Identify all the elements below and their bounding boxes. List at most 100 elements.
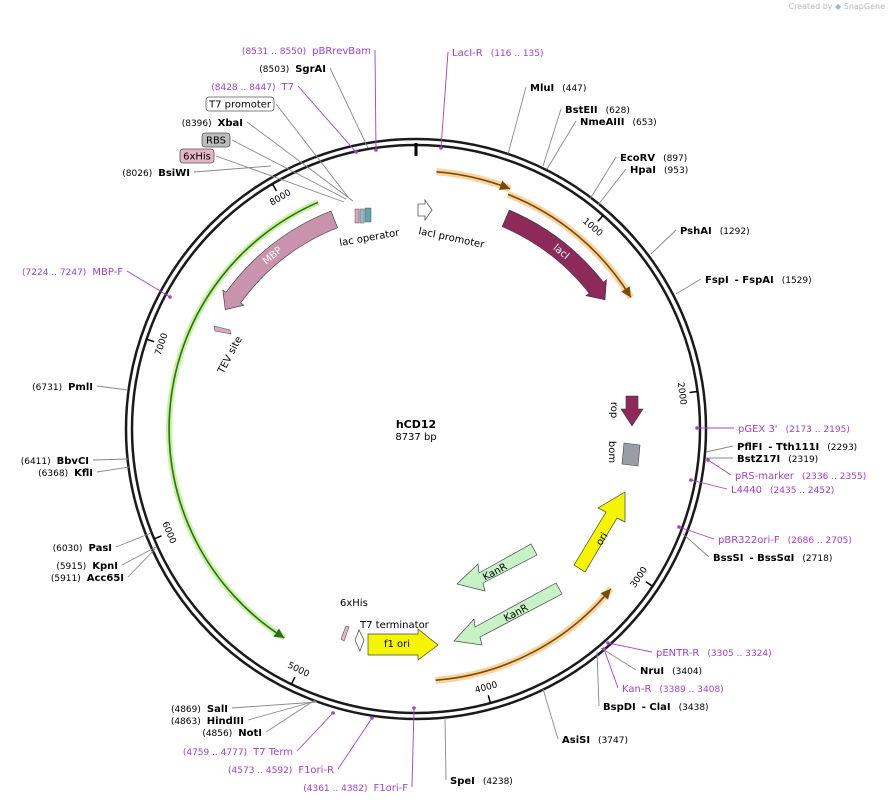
enzyme-position: (6030)	[53, 544, 83, 554]
enzyme-site[interactable]: (4869)SalI	[171, 701, 318, 715]
enzyme-site[interactable]: PflFI- Tth111I(2293)	[705, 442, 857, 453]
primer-site[interactable]: (7224 .. 7247)MBP-F	[22, 267, 172, 299]
enzyme-site[interactable]: NmeAIII(653)	[546, 117, 657, 170]
tev-site-feature[interactable]: TEV site	[213, 325, 245, 377]
enzyme-site[interactable]: (8026)BsiWI	[122, 165, 272, 179]
primer-name: T7	[281, 82, 294, 93]
f1-ori-feature[interactable]: f1 ori	[367, 628, 439, 661]
enzyme-leader-line	[247, 700, 317, 721]
primer-site[interactable]: pBR322ori-F(2686 .. 2705)	[677, 525, 852, 546]
primer-site[interactable]: pRS-marker(2336 .. 2355)	[706, 458, 866, 482]
enzyme-site[interactable]: EcoRV(897)	[589, 153, 687, 200]
rop-feature[interactable]: rop	[608, 395, 644, 427]
enzyme-site[interactable]: (5915)KpnI	[56, 546, 157, 572]
primer-label: (8531 .. 8550)pBRrevBam	[242, 46, 371, 57]
enzyme-site[interactable]: (4856)NotI	[202, 699, 316, 739]
enzyme-name: PmlI	[68, 382, 93, 393]
lacI-feature[interactable]: lacI	[501, 209, 607, 301]
enzyme-site[interactable]: BssSI- BssSαI(2718)	[682, 533, 832, 564]
enzyme-name: NmeAIII	[580, 117, 624, 128]
enzyme-leader-line	[96, 385, 129, 391]
primer-site[interactable]: (8531 .. 8550)pBRrevBam	[242, 46, 378, 152]
primer-site[interactable]: (8428 .. 8447)T7	[211, 82, 358, 154]
primer-range: (116 .. 135)	[491, 49, 544, 59]
enzyme-site[interactable]: (6731)PmlI	[32, 382, 129, 393]
primer-site[interactable]: (4573 .. 4592)F1ori-R	[228, 716, 374, 776]
primer-site[interactable]: (4759 .. 4777)T7 Term	[183, 711, 335, 758]
enzyme-isoschizomer: - Tth111I	[768, 442, 819, 453]
tick-label: 6000	[159, 520, 177, 545]
primer-bind-arc-3[interactable]	[435, 586, 614, 684]
t7-terminator-feature[interactable]: T7 terminator	[354, 620, 430, 653]
primer-range: (2173 .. 2195)	[786, 425, 850, 435]
enzyme-name: BsiWI	[158, 168, 190, 179]
enzyme-site[interactable]: BstEII(628)	[542, 105, 630, 167]
mbp-track-arc[interactable]	[166, 199, 320, 641]
primer-mark	[439, 146, 443, 150]
enzyme-site[interactable]: (6030)PasI	[53, 532, 152, 554]
enzyme-site[interactable]: FspI- FspAI(1529)	[675, 275, 812, 295]
enzyme-label: (5915)KpnI	[56, 561, 118, 572]
primer-range: (8531 .. 8550)	[242, 47, 306, 57]
enzyme-site[interactable]: MluI(447)	[507, 83, 586, 155]
primer-site[interactable]: pGEX 3' (2173 .. 2195)	[695, 424, 850, 435]
enzyme-site[interactable]: NruI(3404)	[600, 647, 702, 677]
enzyme-leader-line	[650, 229, 677, 255]
primer-site[interactable]: pENTR-R(3305 .. 3324)	[606, 641, 772, 659]
primer-label: (4573 .. 4592)F1ori-R	[228, 765, 334, 776]
primer-bind-arc-2[interactable]	[506, 191, 634, 300]
enzyme-name: NotI	[238, 728, 262, 739]
enzyme-site[interactable]: PshAI(1292)	[650, 226, 750, 255]
enzyme-site[interactable]: AsiSI(3747)	[542, 688, 628, 746]
enzyme-leader-line	[193, 165, 272, 173]
enzyme-site[interactable]: BstZ17I(2319)	[706, 454, 818, 465]
ori-feature[interactable]: ori	[573, 491, 626, 573]
primer-leader-line	[603, 648, 619, 689]
primer-site[interactable]: L4440(2435 .. 2452)	[689, 478, 834, 496]
tick-mark	[290, 676, 296, 685]
enzyme-name: BspDI	[603, 702, 636, 713]
primer-label: pRS-marker(2336 .. 2355)	[735, 471, 866, 482]
enzyme-site[interactable]: SpeI(4238)	[444, 717, 513, 787]
bom-feature[interactable]: bom	[606, 441, 641, 467]
mbp-feature[interactable]: MBP	[222, 210, 338, 311]
enzyme-site[interactable]: (8396)XbaI	[182, 118, 354, 202]
enzyme-label: NruI(3404)	[640, 666, 702, 677]
enzyme-site[interactable]: (4863)HindIII	[171, 700, 317, 727]
primer-name: pGEX 3'	[738, 424, 778, 435]
enzyme-label: (8503)SgrAI	[259, 64, 326, 75]
primer-site[interactable]: LacI-R(116 .. 135)	[439, 48, 544, 150]
tev-site-label: TEV site	[216, 335, 245, 377]
kanr-feature-2[interactable]: KanR	[453, 582, 563, 646]
enzyme-leader-line	[542, 108, 562, 167]
enzyme-site[interactable]: (8503)SgrAI	[259, 64, 369, 149]
primer-label: (7224 .. 7247)MBP-F	[22, 267, 123, 278]
annotation-tag[interactable]: RBS	[201, 132, 347, 200]
primer-bind-arc-1[interactable]	[436, 168, 512, 193]
annotation-tag[interactable]: 6xHis	[179, 148, 345, 203]
lacI-promoter-feature[interactable]: lacI promoter	[417, 198, 486, 251]
enzyme-leader-line	[507, 86, 527, 155]
enzyme-label: BstEII(628)	[565, 105, 630, 116]
enzyme-label: (8026)BsiWI	[122, 168, 190, 179]
sixhis-c-feature[interactable]: 6xHis	[340, 598, 368, 642]
kanr-feature-1[interactable]: KanR	[456, 543, 538, 592]
primer-site[interactable]: (4361 .. 4382)F1ori-F	[303, 706, 416, 794]
enzyme-label: (4869)SalI	[171, 704, 228, 715]
annotation-tag[interactable]: T7 promoter	[205, 96, 349, 198]
enzyme-site[interactable]: (6368)KflI	[38, 466, 130, 479]
snapgene-logo-icon: ◆	[835, 2, 842, 11]
lac-operator-feature[interactable]: lac operator	[339, 207, 401, 249]
primer-leader-line	[337, 717, 373, 770]
enzyme-site[interactable]: BspDI- ClaI(3438)	[596, 651, 709, 713]
enzyme-name: KpnI	[92, 561, 118, 572]
enzyme-site[interactable]: (6411)BbvCI	[21, 456, 129, 467]
tag-box	[205, 96, 275, 112]
bom-label: bom	[606, 441, 617, 463]
enzyme-site[interactable]: (5911)Acc65I	[51, 548, 156, 584]
primer-mark	[695, 426, 699, 430]
enzyme-label: BssSI- BssSαI(2718)	[713, 553, 832, 564]
primer-site[interactable]: Kan-R(3389 .. 3408)	[602, 647, 724, 695]
enzyme-site[interactable]: HpaI(953)	[597, 165, 688, 206]
